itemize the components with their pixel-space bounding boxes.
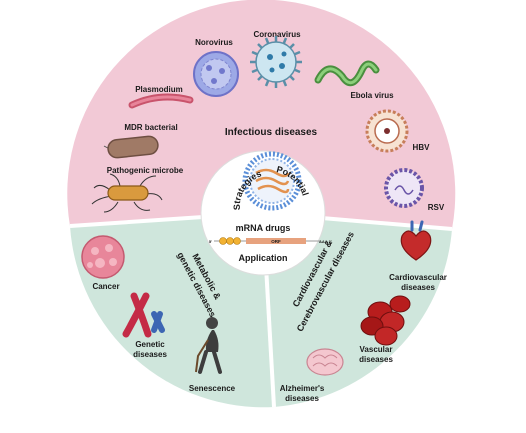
vascular-label-line1: Vascular [360,345,393,354]
tail-label: AAA 3' [319,239,332,244]
cardiovascular-label-line2: diseases [401,283,435,292]
bacteria-icon [103,135,159,159]
alzheimers-label-line2: diseases [285,394,319,403]
infectious-sector [67,0,456,229]
rsv-icon [384,168,424,208]
mdr-bacterial-label: MDR bacterial [124,123,177,132]
brain-icon [306,348,344,376]
cap-label: 5' [209,239,212,244]
hbv-label: HBV [413,143,431,152]
blood-cells-icon [360,295,411,346]
microbe-icon [91,173,163,213]
cardiovascular-label-line1: Cardiovascular [389,273,447,282]
heart-icon [400,220,432,261]
application-label: Application [239,253,288,263]
mrna-construct: 5' ORF AAA 3' [209,237,332,245]
mrna-drugs-title: mRNA drugs [236,223,291,233]
coronavirus-icon [250,36,302,88]
infectious-title: Infectious diseases [225,127,318,138]
senescence-label: Senescence [189,384,236,393]
lipid-nanoparticle-icon [242,151,302,211]
norovirus-icon [193,51,239,97]
norovirus-label: Norovirus [195,38,233,47]
chromosome-icon [122,292,165,338]
plasmodium-icon [128,93,194,109]
rsv-label: RSV [428,203,445,212]
alzheimers-label-line1: Alzheimer's [280,384,325,393]
genetic-label-line1: Genetic [135,340,165,349]
cancer-cell-icon [81,235,125,279]
elderly-person-icon [195,317,222,374]
cap-icon [233,237,241,245]
cap-icon [219,237,227,245]
cancer-label: Cancer [92,282,119,291]
vascular-label-line2: diseases [359,355,393,364]
hbv-icon [365,109,409,153]
plasmodium-label: Plasmodium [135,85,183,94]
genetic-label-line2: diseases [133,350,167,359]
orf-label: ORF [271,239,281,244]
cap-icon [226,237,234,245]
ebola-icon [314,60,380,87]
pathogenic-microbe-label: Pathogenic microbe [107,166,184,175]
coronavirus-label: Coronavirus [253,30,301,39]
ebola-label: Ebola virus [350,91,394,100]
orf-bar [246,238,306,244]
